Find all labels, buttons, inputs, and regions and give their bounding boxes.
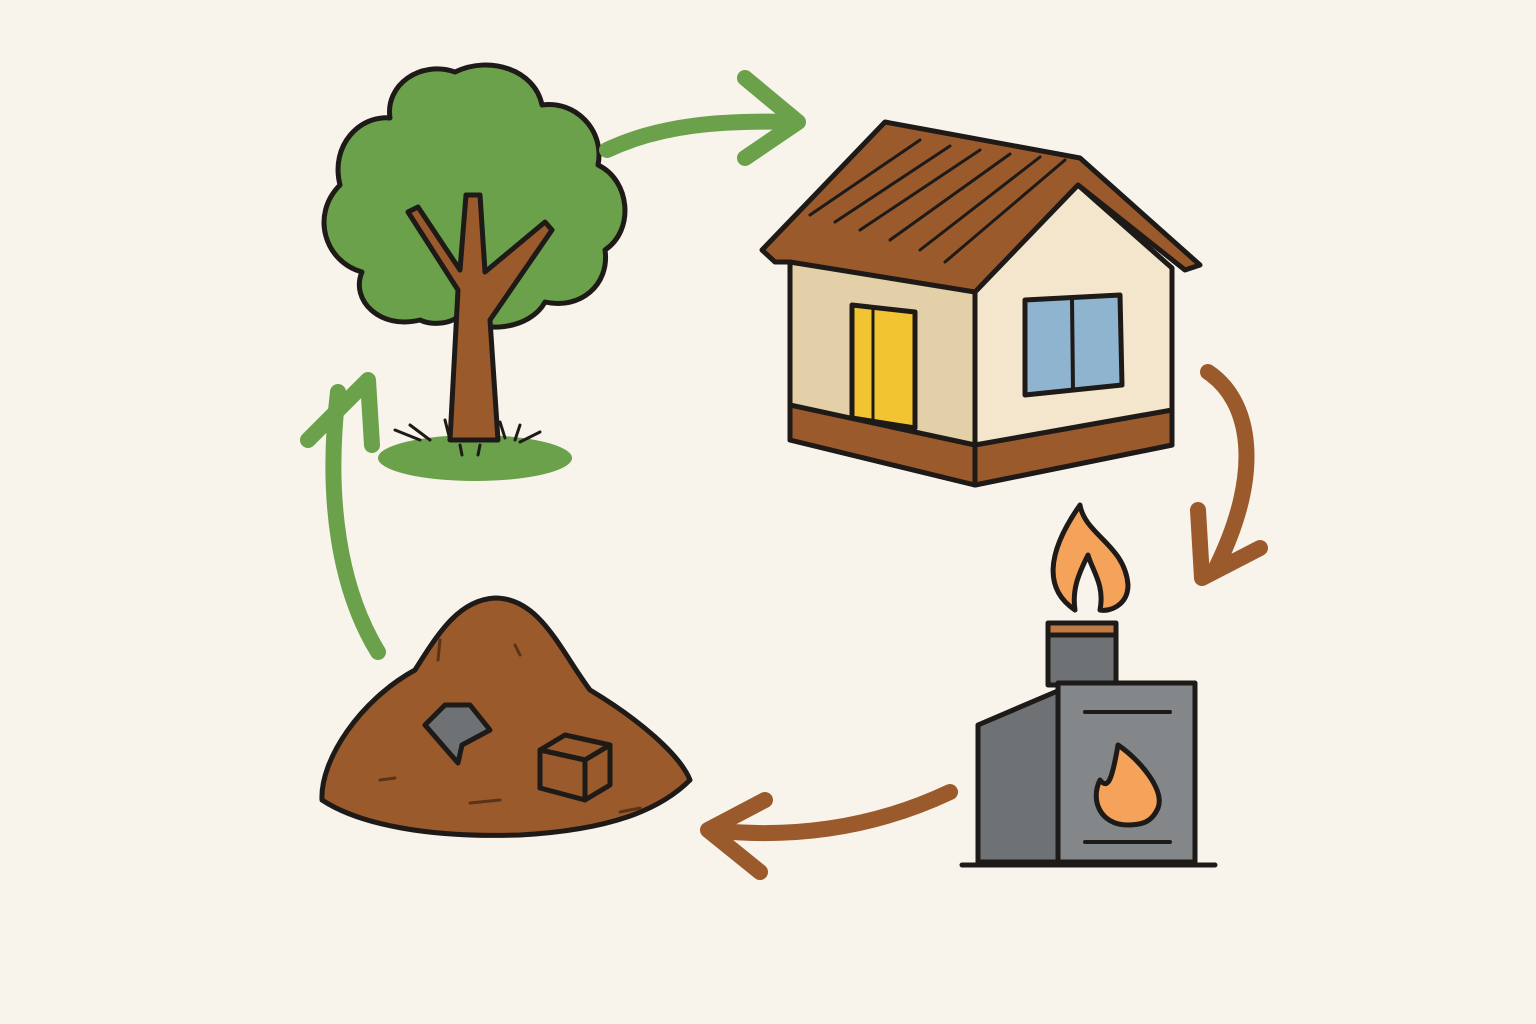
incinerator-factory-icon (959, 502, 1218, 868)
house-icon (759, 119, 1203, 488)
flame-icon (1093, 742, 1162, 828)
dirt-pile-icon (319, 595, 693, 838)
arrow-landfill-to-tree (300, 372, 386, 660)
arrow-tree-to-house (599, 70, 806, 166)
tree-icon (321, 62, 628, 481)
arrow-incinerator-to-landfill (700, 784, 958, 880)
flame-icon (1050, 502, 1131, 613)
arrow-house-to-incinerator (1190, 364, 1268, 586)
